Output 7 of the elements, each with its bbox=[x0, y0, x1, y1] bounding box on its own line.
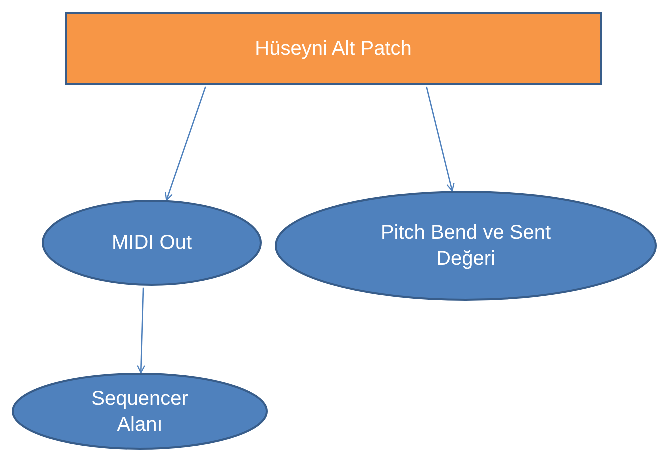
node-label: Hüseyni Alt Patch bbox=[255, 36, 412, 62]
arrow bbox=[426, 86, 455, 192]
node-label: Sequencer Alanı bbox=[90, 386, 190, 438]
arrow bbox=[165, 86, 206, 201]
arrow bbox=[137, 288, 146, 374]
node-label: Pitch Bend ve Sent Değeri bbox=[380, 221, 552, 272]
node-label: MIDI Out bbox=[110, 231, 193, 256]
